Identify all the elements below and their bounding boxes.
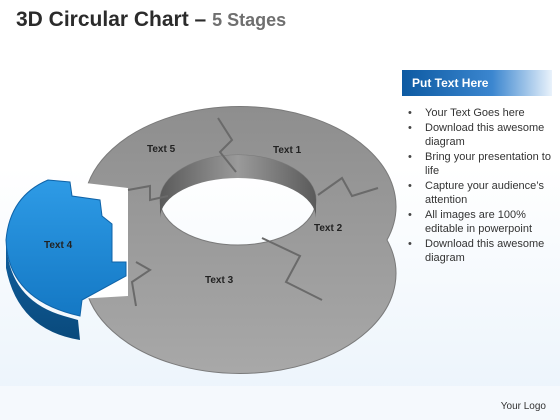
bullet-item: Bring your presentation to life — [406, 150, 554, 179]
divider-2-3 — [261, 237, 323, 301]
ring-inner-wall — [160, 155, 316, 218]
segment-label-3: Text 3 — [205, 275, 234, 286]
title-dash: – — [188, 8, 213, 31]
divider-5-1 — [217, 117, 237, 173]
bullet-list: Your Text Goes here Download this awesom… — [406, 106, 554, 266]
page-title: 3D Circular Chart – 5 Stages — [16, 8, 286, 32]
segment-4-top — [5, 179, 127, 317]
segment-label-1: Text 1 — [273, 145, 302, 156]
segment-4-side — [6, 240, 80, 340]
segment-label-2: Text 2 — [314, 223, 343, 234]
ring-top-surface — [83, 106, 397, 374]
bullet-item: All images are 100% editable in powerpoi… — [406, 208, 554, 237]
bullet-item: Download this awesome diagram — [406, 121, 554, 150]
divider-3-4 — [130, 261, 152, 307]
bullet-item: Download this awesome diagram — [406, 237, 554, 266]
title-subtitle: 5 Stages — [212, 10, 287, 30]
segment-label-5: Text 5 — [147, 144, 176, 155]
bullet-item: Capture your audience’s attention — [406, 179, 554, 208]
footer-band — [0, 386, 560, 420]
segment-label-4: Text 4 — [44, 240, 73, 251]
bullet-item: Your Text Goes here — [406, 106, 554, 121]
logo-text: Your Logo — [500, 401, 546, 412]
divider-1-2 — [317, 176, 379, 198]
panel-header: Put Text Here — [402, 70, 552, 96]
title-main: 3D Circular Chart — [16, 8, 189, 31]
divider-4-5 — [127, 184, 169, 202]
